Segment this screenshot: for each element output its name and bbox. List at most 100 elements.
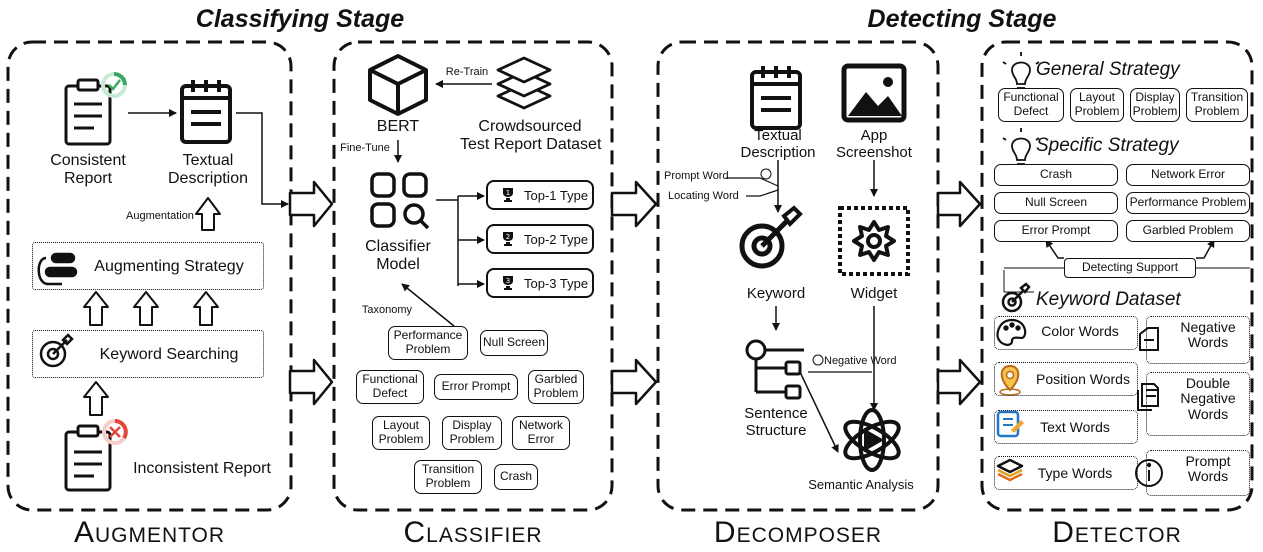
big-arrow-cls-dec-top [610,180,658,228]
stack-icon [996,458,1024,482]
tree-icon [745,339,804,400]
augmenting-strategy-box [32,242,264,290]
up-arrow-augmentation [195,197,221,231]
target-icon [39,333,74,368]
category-error-prompt: Error Prompt [434,374,518,400]
cube-icon [368,54,428,116]
up-arrow-strategy-2 [133,291,159,326]
bulb-icon-2 [1002,128,1040,165]
category-crash: Crash [494,464,538,490]
target-icon-2 [739,205,803,269]
big-arrow-dec-det-top [936,180,982,228]
retrain-label: Re-Train [445,66,489,78]
color-words-label: Color Words [1041,323,1119,339]
text-words-box [994,410,1138,444]
atom-icon [843,408,901,472]
trophy-icon: 2 [500,231,516,247]
image-icon [841,63,907,123]
taxonomy-label: Taxonomy [361,304,413,316]
semantic-analysis-label: Semantic Analysis [808,477,914,492]
prompt-words-box [1146,450,1250,496]
position-words-box [994,362,1138,396]
specific-item-performance-problem: Performance Problem [1126,192,1250,214]
up-arrow-strategy-3 [193,291,219,326]
classifier-panel [332,40,614,512]
keyword-searching-box [32,330,264,378]
negative-words-box [1146,316,1250,364]
double-doc-icon [1137,383,1159,411]
document-icon [996,410,1024,438]
position-words-label: Position Words [1036,371,1130,387]
inconsistent-report-label: Inconsistent Report [133,460,271,477]
clipboard-x-icon [64,424,112,492]
double-negative-words-box [1146,372,1250,436]
specific-item-error-prompt: Error Prompt [994,220,1118,242]
up-arrow-strategy-1 [83,291,109,326]
minus-box-icon [1139,327,1159,351]
svg-text:3: 3 [506,277,510,285]
detector-panel [980,40,1254,512]
decomposer-panel [656,40,940,512]
svg-text:2: 2 [506,233,510,241]
notebook-icon [180,80,232,144]
fine-tune-label: Fine-Tune [340,142,390,154]
notebook-icon-2 [750,66,802,130]
detecting-support-box: Detecting Support [1064,258,1196,278]
strategy-icon [37,252,78,286]
keyword-dataset-label: Keyword Dataset [1036,289,1181,310]
clipboard-check-icon [64,78,112,146]
gear-icon [852,220,896,262]
classifying-stage-title: Classifying Stage [195,5,405,33]
augmentor-panel [6,40,293,512]
color-words-box [994,316,1138,350]
widget-frame [838,206,910,276]
up-arrow-keyword [83,381,109,416]
big-arrow-aug-cls-bottom [288,358,334,406]
info-icon [1135,459,1163,487]
big-arrow-dec-det-bottom [936,358,982,406]
negative-word-label: Negative Word [824,355,897,367]
prompt-word-label: Prompt Word [664,170,729,182]
trophy-icon: 3 [500,275,516,291]
detecting-stage-title: Detecting Stage [867,5,1057,33]
palette-icon [996,318,1027,346]
general-strategy-label: General Strategy [1036,59,1180,80]
specific-item-crash: Crash [994,164,1118,186]
big-arrow-aug-cls-top [288,180,334,228]
type-words-box [994,456,1138,490]
big-arrow-cls-dec-bottom [610,358,658,406]
category-null-screen: Null Screen [480,330,548,356]
grid-icon [370,172,430,230]
svg-text:1: 1 [506,189,510,197]
location-pin-icon [999,364,1021,396]
specific-item-null-screen: Null Screen [994,192,1118,214]
classifier-title: Classifier [403,516,543,549]
augmenting-strategy-label: Augmenting Strategy [94,258,244,275]
top-3-type-box: 3 Top-3 Type [486,268,594,298]
bert-label: BERT [376,118,420,135]
type-words-label: Type Words [1037,465,1113,481]
layers-icon [496,56,552,110]
keyword-target-icon [1001,282,1031,313]
top-1-type-box: 1 Top-1 Type [486,180,594,210]
widget-label: Widget [850,285,898,302]
